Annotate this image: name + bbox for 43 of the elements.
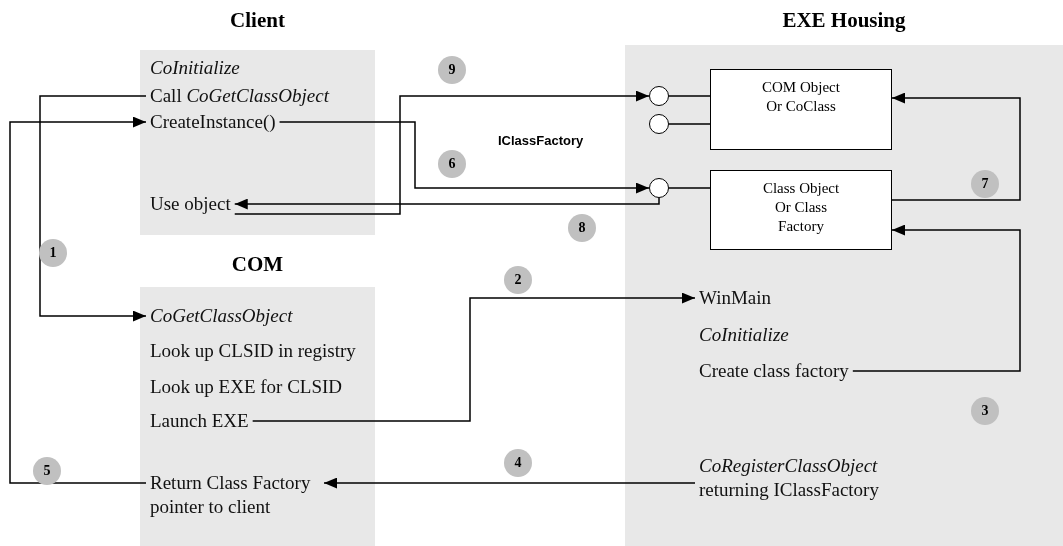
interface-label: IClassFactory [498,133,584,148]
step-text: Call CoGetClassObject [146,84,333,108]
connector-line [668,95,711,97]
step-text: Create class factory [695,359,853,383]
step-text: CoInitialize [695,323,793,347]
step-text: CoGetClassObject [146,304,297,328]
step-number: 9 [438,56,466,84]
step-text: Look up CLSID in registry [146,339,360,363]
step-text: Look up EXE for CLSID [146,375,347,399]
step-number: 2 [504,266,532,294]
connector-line [668,123,711,125]
arrow [278,121,650,194]
interface-circle [649,178,669,198]
box-text: COM Object Or CoClass [761,78,841,116]
arrow [852,224,1021,372]
arrow [234,197,660,210]
panel-heading: Client [229,8,286,33]
arrow [251,292,696,422]
step-number: 8 [568,214,596,242]
step-number: 6 [438,150,466,178]
object-box [710,69,892,150]
arrow [9,116,147,484]
object-box [710,170,892,250]
step-text: CoRegisterClassObject returning IClassFactory [695,454,943,502]
arrow [234,90,650,215]
step-number: 5 [33,457,61,485]
step-text: WinMain [695,286,776,310]
arrow [323,477,696,489]
step-text: Launch EXE [146,409,253,433]
arrow [891,92,1021,201]
step-number: 1 [39,239,67,267]
arrow [39,95,147,322]
step-text: CreateInstance() [146,110,280,134]
panel-heading: COM [230,252,285,277]
box-text: Class Object Or Class Factory [761,179,841,236]
step-text: Use object [146,192,235,216]
interface-circle [649,86,669,106]
panel-heading: EXE Housing [781,8,907,33]
connector-line [668,187,711,189]
interface-circle [649,114,669,134]
step-number: 4 [504,449,532,477]
step-text: Return Class Factory pointer to client [146,471,324,519]
step-text: CoInitialize [146,56,244,80]
